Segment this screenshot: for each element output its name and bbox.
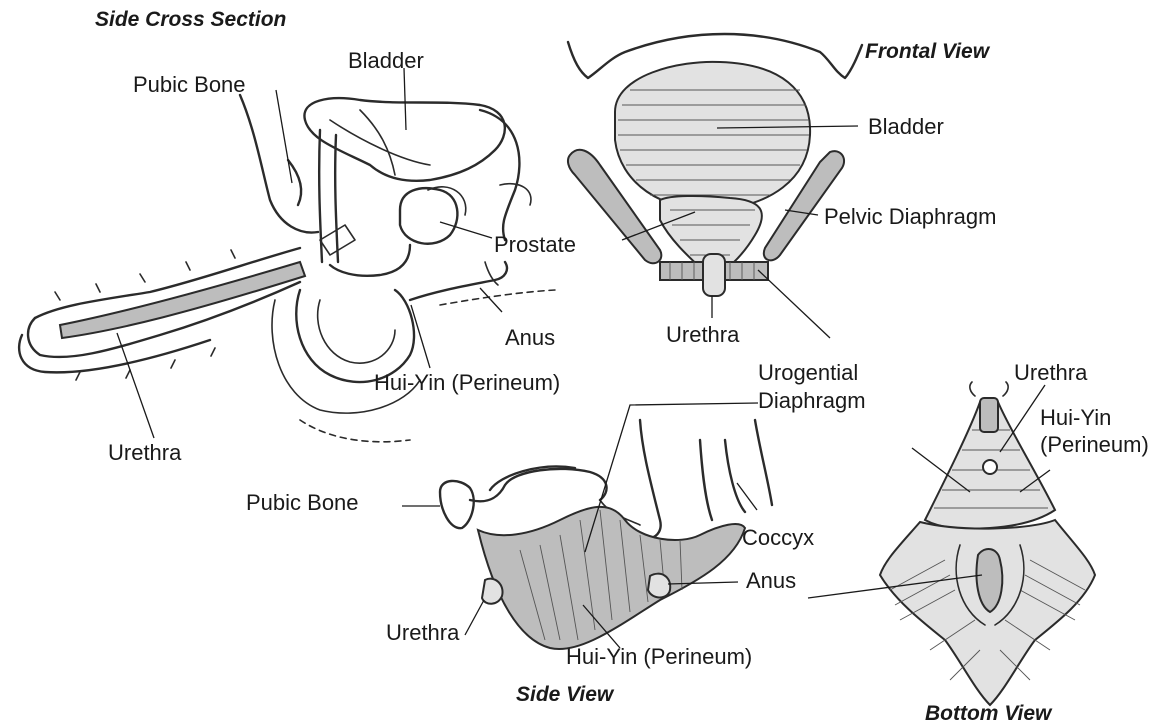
label-coccyx: Coccyx: [742, 525, 814, 551]
bottom-view-title: Bottom View: [925, 702, 1051, 726]
label-urethra-frontal: Urethra: [666, 322, 739, 348]
label-urogential-line2: Diaphragm: [758, 388, 866, 414]
label-urogential-line1: Urogential: [758, 360, 858, 386]
label-hui-yin-side: Hui-Yin (Perineum): [566, 644, 752, 670]
side-view-drawing: [402, 420, 772, 649]
side-view-title: Side View: [516, 683, 613, 707]
label-pubic-bone-cross: Pubic Bone: [133, 72, 246, 98]
label-pubic-bone-side: Pubic Bone: [246, 490, 359, 516]
label-anus-side: Anus: [746, 568, 796, 594]
label-pelvic-diaphragm: Pelvic Diaphragm: [824, 204, 996, 230]
label-prostate: Prostate: [494, 232, 576, 258]
label-bladder-cross: Bladder: [348, 48, 424, 74]
label-anus-cross: Anus: [505, 325, 555, 351]
label-urethra-cross: Urethra: [108, 440, 181, 466]
label-hui-yin-bottom-line2: (Perineum): [1040, 432, 1149, 458]
frontal-view-drawing: [568, 34, 862, 338]
frontal-view-title: Frontal View: [865, 40, 989, 64]
side-cross-section-title: Side Cross Section: [95, 8, 286, 32]
label-bladder-frontal: Bladder: [868, 114, 944, 140]
label-urethra-side: Urethra: [386, 620, 459, 646]
label-hui-yin-bottom-line1: Hui-Yin: [1040, 405, 1111, 431]
label-urethra-bottom: Urethra: [1014, 360, 1087, 386]
label-hui-yin-cross: Hui-Yin (Perineum): [374, 370, 560, 396]
